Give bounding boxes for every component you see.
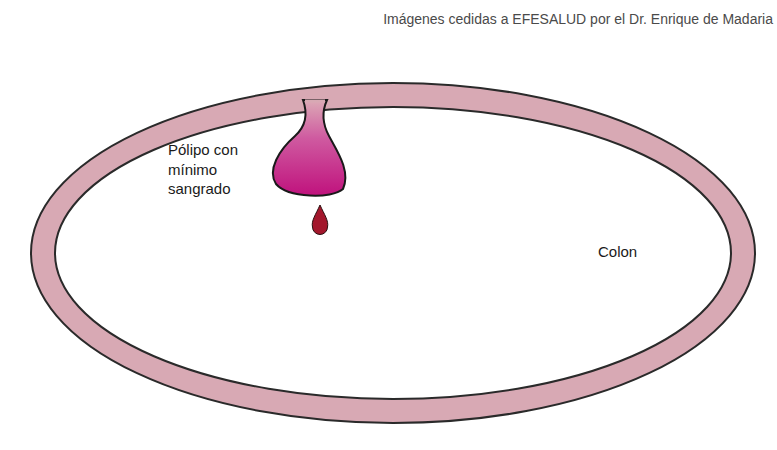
blood-drop bbox=[312, 205, 328, 235]
organ-label: Colon bbox=[598, 242, 637, 262]
polyp bbox=[273, 100, 345, 196]
colon-outer-edge bbox=[31, 83, 755, 423]
polyp-label: Pólipo con mínimo sangrado bbox=[168, 140, 268, 199]
polyp-base bbox=[305, 100, 325, 103]
colon-inner-edge bbox=[55, 107, 731, 399]
colon-wall bbox=[31, 83, 755, 423]
image-credit: Imágenes cedidas a EFESALUD por el Dr. E… bbox=[383, 10, 773, 28]
